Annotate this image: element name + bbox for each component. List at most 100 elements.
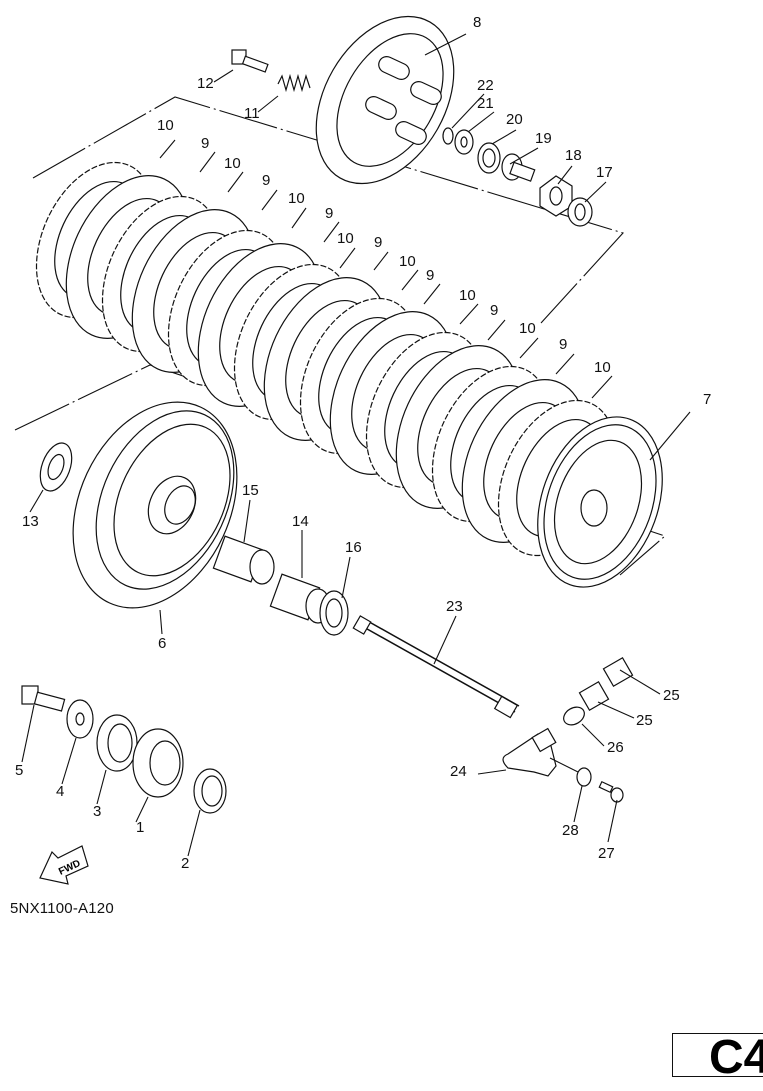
plate-label-2: 9 xyxy=(201,135,209,152)
plate-label-12: 9 xyxy=(490,302,498,319)
plate-label-14: 9 xyxy=(559,336,567,353)
pressure-plate xyxy=(315,15,455,185)
callout-13: 13 xyxy=(22,513,39,530)
plate-label-13: 10 xyxy=(519,320,536,337)
plate-label-10: 9 xyxy=(426,267,434,284)
callout-3-leader xyxy=(96,769,107,805)
callout-17-leader xyxy=(584,181,607,203)
plate-label-9-leader xyxy=(401,269,419,291)
plate-label-8: 9 xyxy=(374,234,382,251)
callout-23: 23 xyxy=(446,598,463,615)
plate-label-3: 10 xyxy=(224,155,241,172)
plate-label-10-leader xyxy=(423,283,441,305)
plate-label-5: 10 xyxy=(288,190,305,207)
callout-7-leader xyxy=(649,411,691,461)
fwd-direction-arrow: FWD xyxy=(39,845,89,885)
callout-12-leader xyxy=(213,69,234,83)
callout-1: 1 xyxy=(136,819,144,836)
plate-label-1: 10 xyxy=(157,117,174,134)
callout-14: 14 xyxy=(292,513,309,530)
callout-25b-leader xyxy=(597,701,635,719)
clutch-spring xyxy=(277,73,311,93)
callout-7: 7 xyxy=(703,391,711,408)
plate-label-3-leader xyxy=(227,171,244,193)
callout-5-leader xyxy=(21,704,35,763)
callout-27-leader xyxy=(607,799,618,843)
callout-21: 21 xyxy=(477,95,494,112)
callout-leaders xyxy=(21,33,691,857)
thrust-plate xyxy=(39,442,73,492)
callout-8: 8 xyxy=(473,14,481,31)
callout-25b: 25 xyxy=(636,712,653,729)
plate-label-12-leader xyxy=(487,319,506,341)
callout-26: 26 xyxy=(607,739,624,756)
clutch-boss xyxy=(537,416,663,588)
plate-label-6-leader xyxy=(323,221,340,243)
callout-15-leader xyxy=(243,499,251,543)
callout-26-leader xyxy=(581,723,605,747)
callout-16: 16 xyxy=(345,539,362,556)
callout-19-leader xyxy=(509,147,539,165)
callout-20-leader xyxy=(491,129,517,145)
callout-15: 15 xyxy=(242,482,259,499)
plate-label-9: 10 xyxy=(399,253,416,270)
push-rod-long xyxy=(352,615,520,719)
callout-8-leader xyxy=(424,33,467,56)
callout-6-leader xyxy=(159,609,163,635)
plate-label-7: 10 xyxy=(337,230,354,247)
callout-16-leader xyxy=(341,556,351,599)
callout-12: 12 xyxy=(197,75,214,92)
callout-20: 20 xyxy=(506,111,523,128)
callout-18-leader xyxy=(557,165,573,185)
bolt-12 xyxy=(231,49,269,73)
callout-4: 4 xyxy=(56,783,64,800)
callout-17: 17 xyxy=(596,164,613,181)
push-rod-small-parts xyxy=(442,127,593,227)
plate-label-6: 9 xyxy=(325,205,333,222)
plate-label-13-leader xyxy=(519,337,539,359)
lower-gear-group xyxy=(21,685,227,814)
callout-11: 11 xyxy=(244,105,260,122)
callout-22: 22 xyxy=(477,77,494,94)
callout-2: 2 xyxy=(181,855,189,872)
callout-25a: 25 xyxy=(663,687,680,704)
callout-6: 6 xyxy=(158,635,166,652)
plate-label-8-leader xyxy=(373,251,389,271)
callout-24-leader xyxy=(477,769,507,775)
callout-4-leader xyxy=(61,737,77,785)
callout-2-leader xyxy=(187,809,201,857)
callout-24: 24 xyxy=(450,763,467,780)
page-tag-label: C4 xyxy=(709,1031,763,1084)
plate-label-15-leader xyxy=(591,375,613,399)
callout-18: 18 xyxy=(565,147,582,164)
callout-27: 27 xyxy=(598,845,615,862)
page-tag: C4 xyxy=(672,1031,763,1084)
callout-13-leader xyxy=(29,489,44,513)
callout-11-leader xyxy=(257,95,279,113)
callout-28-leader xyxy=(573,785,583,823)
callout-25a-leader xyxy=(619,669,661,695)
plate-label-2-leader xyxy=(199,151,216,173)
callout-1-leader xyxy=(135,796,149,823)
plate-label-15: 10 xyxy=(594,359,611,376)
needle-bearing-spacer-washer xyxy=(212,535,349,636)
callout-23-leader xyxy=(433,615,457,665)
callout-21-leader xyxy=(467,111,495,133)
catalog-code: 5NX1100-A120 xyxy=(10,900,114,917)
callout-3: 3 xyxy=(93,803,101,820)
plate-label-7-leader xyxy=(339,247,356,269)
callout-19: 19 xyxy=(535,130,552,147)
plate-label-1-leader xyxy=(159,139,176,159)
plate-label-14-leader xyxy=(555,353,575,375)
plate-label-4: 9 xyxy=(262,172,270,189)
plate-label-11: 10 xyxy=(459,287,476,304)
clutch-housing xyxy=(72,401,238,609)
plate-label-4-leader xyxy=(261,189,278,211)
callout-5: 5 xyxy=(15,762,23,779)
plate-label-11-leader xyxy=(459,303,479,325)
callout-28: 28 xyxy=(562,822,579,839)
push-lever-assembly xyxy=(502,657,634,803)
plate-label-5-leader xyxy=(291,207,307,229)
